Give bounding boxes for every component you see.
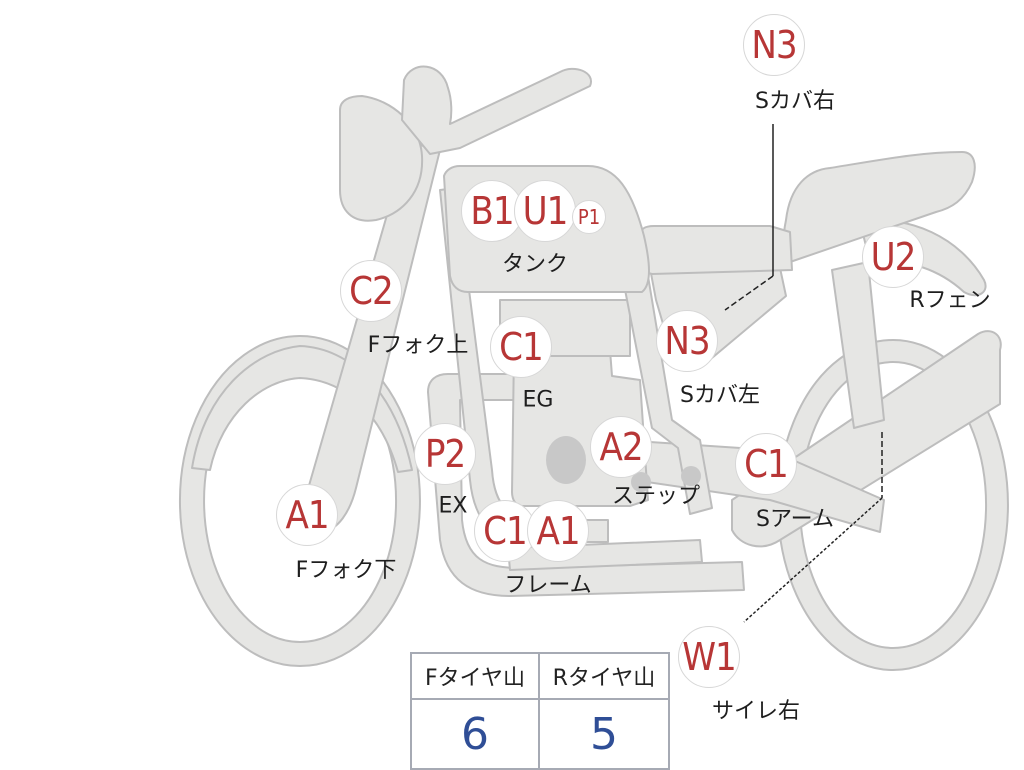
point-code-badge: U2 [862,226,924,288]
rear-tire-value: 5 [590,708,618,760]
part-label: フレーム [504,573,592,598]
headlight [339,95,424,222]
rear-shock [831,261,885,429]
handlebar [401,65,592,155]
point-code-badge: N3 [743,14,805,76]
point-code-badge: C1 [490,316,552,378]
part-label: EX [438,493,468,519]
point-code-badge: A1 [527,500,589,562]
front-tire-value: 6 [412,700,540,768]
part-label: Fフォク下 [295,558,397,583]
point-code-badge: P1 [572,200,606,234]
part-label: Sアーム [756,507,834,532]
point-code-badge: W1 [678,626,740,688]
part-label: Sカバ右 [755,89,835,114]
part-label: ステップ [611,484,701,509]
point-code-badge: P2 [414,423,476,485]
exhaust-pipe [427,373,745,597]
part-label: サイレ右 [711,699,801,724]
rear-tire-header: Rタイヤ山 [540,654,668,700]
point-code-badge: N3 [656,310,718,372]
point-code-badge: C2 [340,260,402,322]
part-label: EG [522,387,554,413]
part-label: Sカバ左 [680,383,760,408]
point-code-badge: U1 [514,180,576,242]
part-label: Rフェン [909,288,991,313]
seat-rail [639,225,793,275]
frame-front [439,187,609,543]
part-label: Fフォク上 [367,333,469,358]
point-code-badge: A1 [276,484,338,546]
front-tire-header: Fタイヤ山 [412,654,540,700]
tire-tread-table: Fタイヤ山 Rタイヤ山 6 5 [410,652,670,770]
point-code-badge: B1 [461,180,523,242]
point-code-badge: C1 [735,433,797,495]
part-label: タンク [501,252,569,277]
point-code-badge: C1 [474,500,536,562]
frame-main [619,263,713,515]
point-code-badge: A2 [590,416,652,478]
